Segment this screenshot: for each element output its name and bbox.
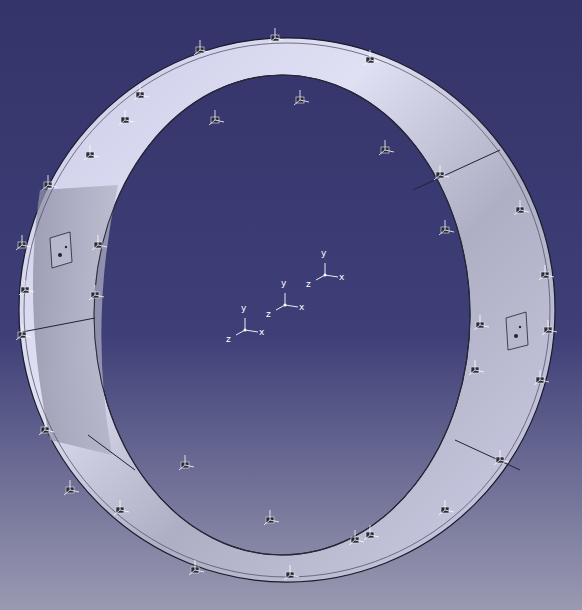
axis-label: z (226, 334, 231, 344)
axis-label: x (339, 272, 344, 282)
axis-label: y (281, 278, 286, 288)
axis-label: y (321, 248, 326, 258)
axis-label: z (306, 279, 311, 289)
axis-label: x (259, 327, 264, 337)
axis-label: x (299, 302, 304, 312)
axis-label: y (241, 303, 246, 313)
axis-label: z (266, 309, 271, 319)
